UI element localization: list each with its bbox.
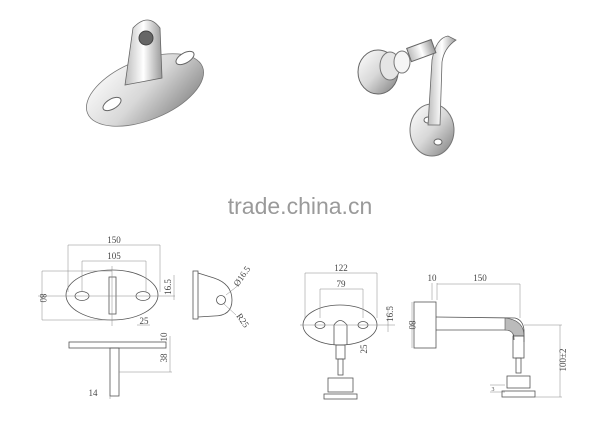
dim-hole-size-right: 16.5 xyxy=(385,306,395,322)
dim-plate-thickness: 10 xyxy=(159,332,169,342)
watermark-text: trade.china.cn xyxy=(228,193,372,219)
dim-plate-thickness-right: 10 xyxy=(428,273,438,283)
dim-plate-height: 80 xyxy=(407,321,417,331)
dim-glass-gap: 3 xyxy=(492,387,495,393)
drawing-right-side-view: 10 150 80 100±2 3 xyxy=(407,273,568,398)
dim-slot-offset-right: 25 xyxy=(359,344,369,354)
dim-width-right: 122 xyxy=(334,263,348,273)
dim-stem-height: 38 xyxy=(159,353,169,363)
photo-arm-bracket xyxy=(357,35,457,157)
dim-hole-spacing: 105 xyxy=(107,251,121,261)
dim-hole-size: 16.5 xyxy=(163,279,173,295)
photo-base-bracket xyxy=(86,19,204,127)
dim-width: 150 xyxy=(107,235,121,245)
drawing-left-front-view: 10 38 14 xyxy=(68,332,172,399)
drawing-left-top-view: 150 105 80 16.5 25 xyxy=(38,235,175,326)
dim-radius: R25 xyxy=(234,311,251,329)
dim-slot-offset: 25 xyxy=(140,316,150,326)
drawing-right-front-view: 122 79 16.5 25 xyxy=(300,263,395,400)
dim-arm-length: 150 xyxy=(473,273,487,283)
dim-drop-height: 100±2 xyxy=(558,349,568,372)
dim-height: 80 xyxy=(38,294,48,304)
dim-stem-width: 14 xyxy=(89,388,99,398)
dim-hole-dia: Ø16.5 xyxy=(231,264,252,288)
dim-hole-spacing-right: 79 xyxy=(337,279,347,289)
drawing-left-side-view: Ø16.5 R25 xyxy=(192,264,253,330)
